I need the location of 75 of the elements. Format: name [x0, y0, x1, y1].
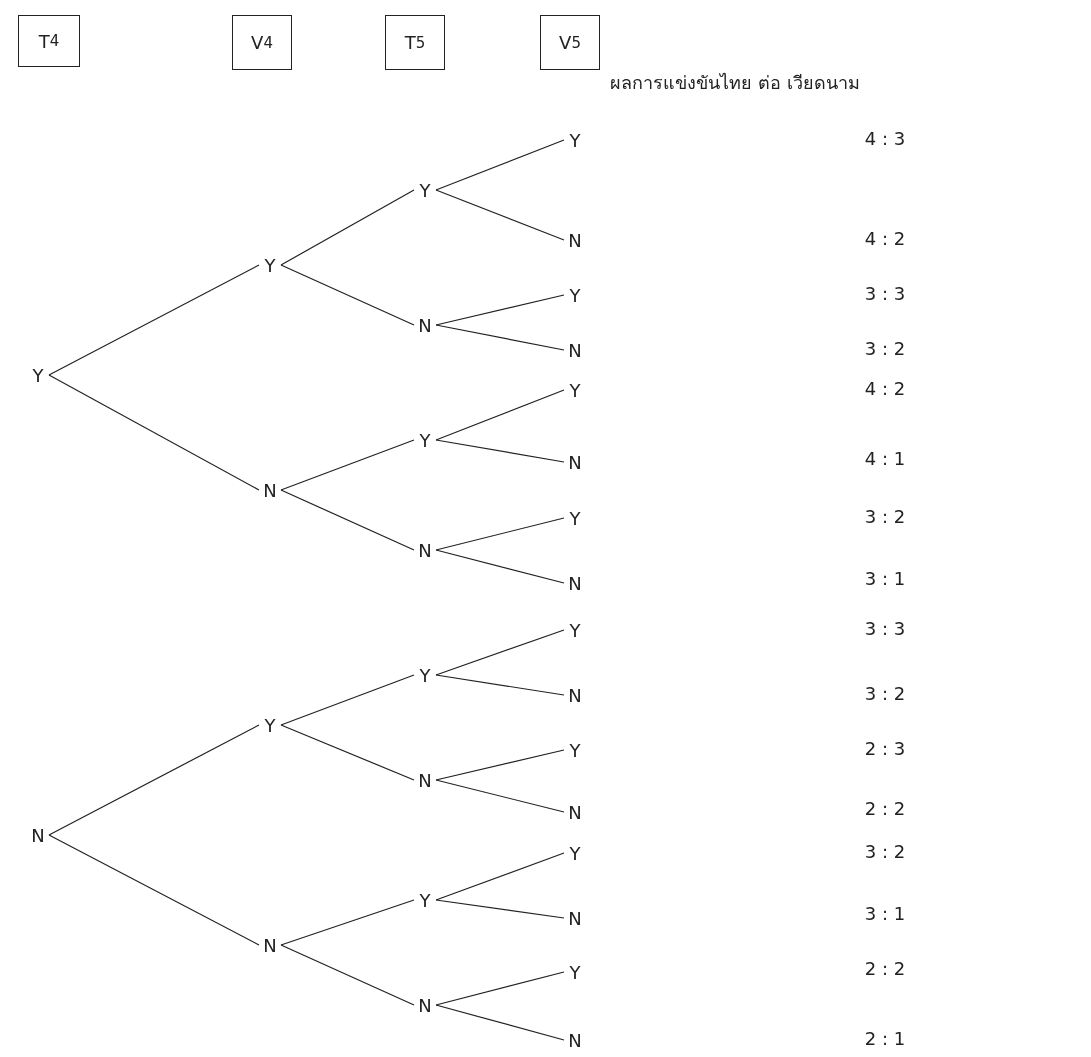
branch-outcome: Y: [259, 253, 281, 277]
branch-line: [280, 674, 415, 726]
branch-line: [435, 852, 565, 901]
branch-line: [48, 374, 260, 491]
branch-line: [280, 264, 415, 326]
branch-line: [435, 189, 565, 241]
branch-outcome: N: [564, 450, 586, 474]
branch-outcome: Y: [414, 663, 436, 687]
branch-line: [435, 971, 565, 1006]
branch-outcome: N: [27, 823, 49, 847]
branch-line: [435, 629, 565, 676]
branch-outcome: Y: [414, 178, 436, 202]
branch-outcome: Y: [564, 283, 586, 307]
branch-line: [48, 834, 260, 946]
branch-line: [435, 1004, 565, 1041]
branch-outcome: N: [564, 338, 586, 362]
score-text: 2 : 2: [863, 798, 907, 819]
score-text: 3 : 2: [863, 841, 907, 862]
branch-line: [48, 264, 260, 376]
score-text: 3 : 1: [863, 568, 907, 589]
column-heading: ผลการแข่งขันไทย ต่อ เวียดนาม: [609, 71, 861, 95]
score-text: 3 : 1: [863, 903, 907, 924]
branch-line: [435, 549, 565, 584]
branch-line: [435, 899, 565, 919]
score-text: 2 : 2: [863, 958, 907, 979]
branch-outcome: Y: [564, 506, 586, 530]
branch-line: [435, 294, 565, 326]
score-text: 3 : 3: [863, 618, 907, 639]
branch-outcome: Y: [564, 618, 586, 642]
branch-outcome: N: [564, 683, 586, 707]
branch-line: [435, 749, 565, 781]
branch-line: [435, 139, 565, 191]
branch-outcome: Y: [564, 378, 586, 402]
branch-outcome: Y: [564, 128, 586, 152]
score-text: 3 : 2: [863, 506, 907, 527]
score-text: 4 : 2: [863, 378, 907, 399]
branch-outcome: Y: [564, 738, 586, 762]
branch-outcome: N: [414, 993, 436, 1017]
branch-line: [435, 779, 565, 813]
branch-outcome: Y: [414, 888, 436, 912]
branch-outcome: Y: [564, 960, 586, 984]
branch-outcome: N: [564, 571, 586, 595]
branch-line: [280, 899, 415, 946]
branch-outcome: Y: [414, 428, 436, 452]
branch-line: [435, 517, 565, 551]
branch-outcome: N: [414, 313, 436, 337]
branch-line: [280, 189, 415, 266]
score-text: 4 : 3: [863, 128, 907, 149]
branch-outcome: N: [259, 478, 281, 502]
score-text: 3 : 3: [863, 283, 907, 304]
branch-line: [48, 724, 260, 836]
score-text: 4 : 2: [863, 228, 907, 249]
branch-outcome: Y: [564, 841, 586, 865]
branch-outcome: N: [564, 906, 586, 930]
score-text: 2 : 1: [863, 1028, 907, 1049]
branch-outcome: Y: [27, 363, 49, 387]
branch-outcome: N: [414, 538, 436, 562]
score-text: 3 : 2: [863, 683, 907, 704]
branch-line: [435, 674, 565, 696]
branch-outcome: N: [414, 768, 436, 792]
branch-line: [435, 439, 565, 463]
branch-line: [280, 489, 415, 551]
branch-line: [435, 324, 565, 351]
branch-line: [280, 944, 415, 1006]
branch-outcome: N: [259, 933, 281, 957]
score-text: 3 : 2: [863, 338, 907, 359]
branch-line: [280, 439, 415, 491]
score-text: 4 : 1: [863, 448, 907, 469]
branch-outcome: N: [564, 800, 586, 824]
branch-outcome: N: [564, 228, 586, 252]
branch-outcome: Y: [259, 713, 281, 737]
branch-line: [280, 724, 415, 781]
branch-line: [435, 389, 565, 441]
branch-outcome: N: [564, 1028, 586, 1052]
score-text: 2 : 3: [863, 738, 907, 759]
